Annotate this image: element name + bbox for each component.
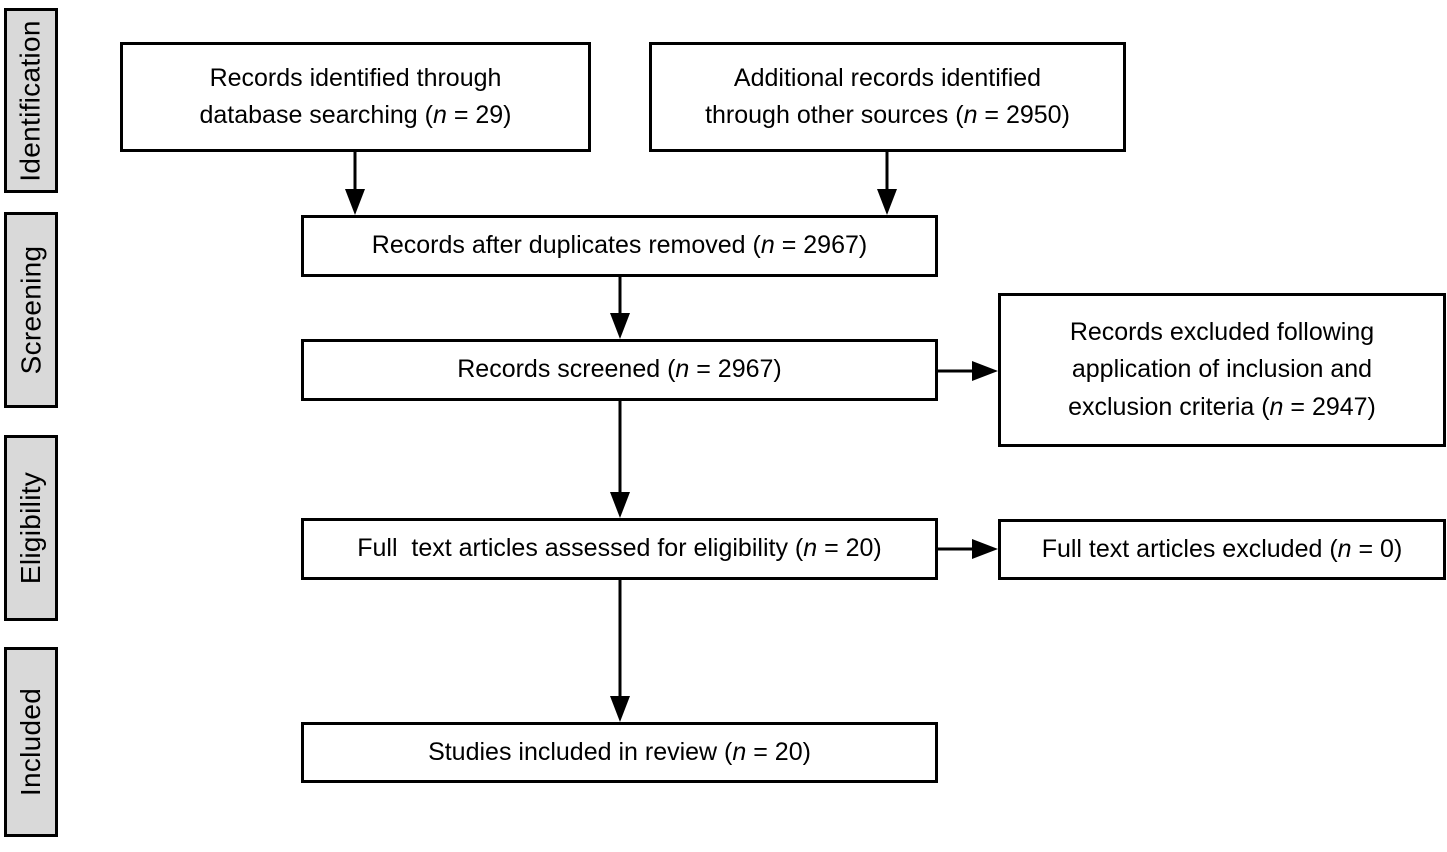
stage-included: Included — [4, 647, 58, 837]
stage-identification-label: Identification — [15, 19, 47, 182]
box-studies-included-text: Studies included in review (n = 20) — [428, 737, 811, 766]
arrow-screened-to-excluded — [938, 361, 998, 381]
box-duplicates-removed: Records after duplicates removed (n = 29… — [301, 215, 938, 277]
box-fulltext-excluded: Full text articles excluded (n = 0) — [998, 519, 1446, 580]
box-fulltext-excluded-text: Full text articles excluded (n = 0) — [1041, 534, 1403, 563]
arrow-additional-to-duplicates — [877, 152, 897, 215]
arrow-screened-to-fulltext — [610, 401, 630, 518]
stage-identification: Identification — [4, 8, 58, 193]
arrow-fulltext-to-included — [610, 580, 630, 722]
box-studies-included: Studies included in review (n = 20) — [301, 722, 938, 783]
box-fulltext-assessed-text: Full text articles assessed for eligibil… — [357, 534, 882, 563]
stage-eligibility-label: Eligibility — [15, 471, 47, 585]
box-fulltext-assessed: Full text articles assessed for eligibil… — [301, 518, 938, 580]
stage-screening: Screening — [4, 212, 58, 408]
stage-included-label: Included — [15, 687, 47, 797]
stage-screening-label: Screening — [15, 245, 47, 375]
arrow-fulltext-to-excluded — [938, 539, 998, 559]
arrow-identified-to-duplicates — [345, 152, 365, 215]
box-records-screened: Records screened (n = 2967) — [301, 339, 938, 401]
stage-eligibility: Eligibility — [4, 435, 58, 621]
arrow-duplicates-to-screened — [610, 277, 630, 339]
box-duplicates-removed-text: Records after duplicates removed (n = 29… — [371, 231, 868, 260]
box-records-screened-text: Records screened (n = 2967) — [457, 355, 782, 384]
